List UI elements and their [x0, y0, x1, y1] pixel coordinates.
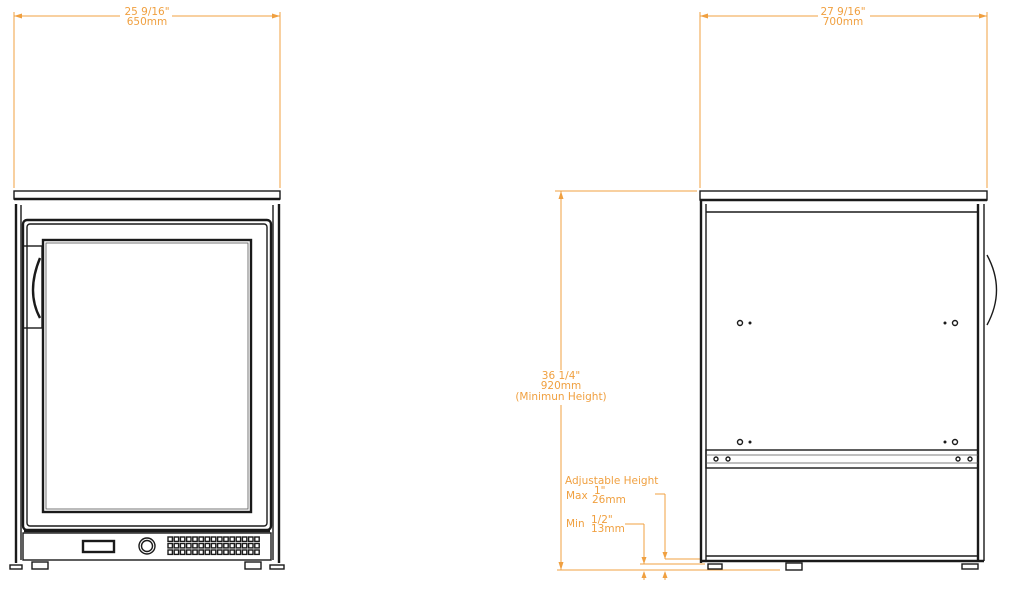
front-width-dimension: [13, 12, 281, 188]
min-label: Min: [566, 518, 585, 530]
vent-slot: [241, 542, 248, 549]
vent-slot: [229, 549, 236, 556]
adjustable-height-title: Adjustable Height: [565, 475, 659, 487]
vent-slot: [223, 549, 229, 556]
vent-slot: [229, 536, 236, 543]
vent-slot: [235, 549, 242, 556]
vent-slot: [254, 549, 260, 556]
door-handle-housing: [22, 245, 43, 329]
vent-slot: [167, 549, 174, 556]
vent-slot: [173, 549, 180, 556]
vent-slot: [179, 549, 186, 556]
vent-slot: [223, 536, 229, 543]
vent-slot: [223, 542, 229, 549]
vent-slot: [216, 536, 223, 543]
side-depth-imperial: 27 9/16": [820, 6, 866, 18]
vent-slot: [198, 542, 205, 549]
vent-slot: [254, 536, 260, 543]
vent-slot: [198, 549, 205, 556]
vent-slot: [254, 542, 260, 549]
front-view-cabinet: [9, 190, 285, 570]
max-metric: 26mm: [592, 494, 626, 506]
vent-slot: [229, 542, 236, 549]
vent-slot: [198, 536, 205, 543]
vent-slot: [192, 549, 198, 556]
vent-slot: [173, 542, 180, 549]
vent-slot: [235, 542, 242, 549]
max-imperial: 1": [594, 485, 606, 497]
vent-slot: [179, 536, 186, 543]
vent-slot: [167, 536, 174, 543]
side-view-cabinet: [699, 190, 998, 571]
vent-slot: [173, 536, 180, 543]
front-width-metric: 650mm: [126, 16, 168, 28]
vent-slot: [247, 536, 254, 543]
vent-slot: [204, 536, 211, 543]
foot-left: [31, 561, 49, 570]
vent-slot: [192, 542, 198, 549]
side-handle-icon: [986, 254, 998, 326]
door-handle-icon: [31, 257, 42, 319]
height-metric: 920mm: [540, 380, 582, 392]
vent-grid: [167, 536, 260, 556]
control-panel: [22, 532, 272, 561]
vent-slot: [247, 549, 254, 556]
vent-slot: [210, 542, 217, 549]
side-rail: [705, 449, 979, 469]
min-imperial: 1/2": [591, 514, 613, 526]
front-width-imperial: 25 9/16": [124, 6, 170, 18]
vent-slot: [241, 536, 248, 543]
vent-slot: [210, 536, 217, 543]
foot-right: [244, 561, 262, 570]
vent-slot: [241, 549, 248, 556]
max-label: Max: [566, 490, 588, 502]
vent-slot: [216, 549, 223, 556]
side-height-dimension: [555, 190, 780, 580]
height-note: (Minimun Height): [515, 391, 607, 403]
vent-slot: [192, 536, 198, 543]
display-window: [81, 539, 116, 554]
vent-slot: [179, 542, 186, 549]
side-foot-rear: [785, 562, 803, 571]
vent-slot: [204, 549, 211, 556]
glass-panel: [41, 238, 253, 514]
mounting-holes: [713, 319, 973, 462]
side-depth-metric: 700mm: [822, 16, 864, 28]
vent-slot: [185, 542, 192, 549]
door-frame: [21, 218, 273, 532]
vent-slot: [185, 536, 192, 543]
vent-slot: [185, 549, 192, 556]
control-knob: [138, 537, 156, 555]
vent-slot: [210, 549, 217, 556]
min-metric: 13mm: [591, 523, 625, 535]
vent-slot: [216, 542, 223, 549]
side-depth-dimension: [699, 12, 988, 188]
vent-slot: [167, 542, 174, 549]
vent-slot: [204, 542, 211, 549]
vent-slot: [235, 536, 242, 543]
vent-slot: [247, 542, 254, 549]
height-imperial: 36 1/4": [541, 370, 581, 382]
